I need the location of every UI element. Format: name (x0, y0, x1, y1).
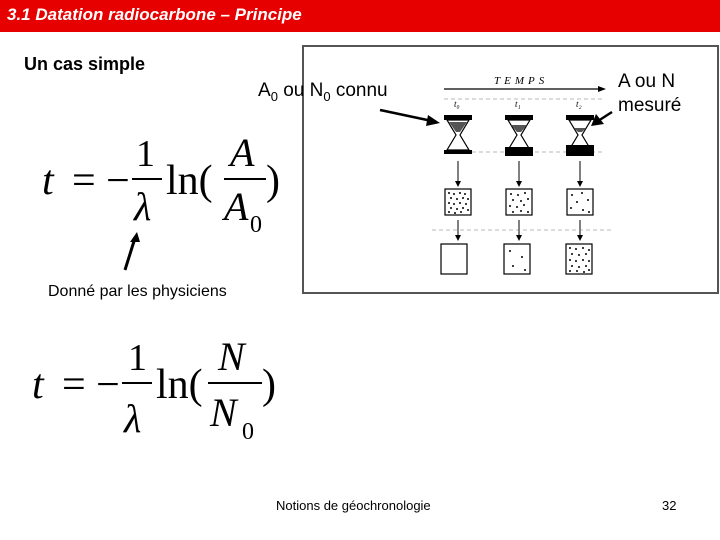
figure-header: TEMPS (494, 75, 548, 87)
title-bar: 3.1 Datation radiocarbone – Principe (0, 0, 720, 32)
formula-lambda: λ (133, 184, 151, 229)
formula-t: t (42, 158, 55, 204)
sample-box-t2 (566, 188, 594, 216)
arrow-known (379, 108, 433, 123)
time-label-t2: t₂ (576, 99, 582, 109)
label-measured-line2: mesuré (618, 95, 682, 116)
formula-one: 1 (128, 337, 147, 379)
formula-nuclei: t = − 1 λ ln( N N 0 ) (32, 336, 276, 445)
arrow-measured-head (591, 114, 604, 126)
arrow-known-head (426, 115, 440, 126)
time-label-t1: t₁ (515, 99, 521, 109)
formula-equals-minus: = − (62, 362, 120, 408)
figure-frame: TEMPS t₀ t₁ t₂ (302, 45, 719, 294)
formula-activity: t = − 1 λ ln( A A 0 ) (42, 130, 280, 238)
formula-equals-minus: = − (72, 158, 130, 204)
formula-ln: ln( (156, 362, 203, 408)
formula-ln: ln( (166, 158, 213, 204)
formula-denominator: N (209, 390, 239, 435)
label-measured-line1: A ou N (618, 71, 676, 92)
hourglass-t2 (566, 115, 594, 156)
time-axis-arrowhead (598, 86, 606, 92)
daughter-box-t1 (503, 243, 531, 275)
formula-denominator: A (221, 184, 249, 229)
slide-title: 3.1 Datation radiocarbone – Principe (7, 5, 302, 24)
formula-numerator: N (217, 336, 247, 379)
formula-lambda: λ (123, 396, 141, 441)
hourglass-diagram: TEMPS t₀ t₁ t₂ (432, 75, 614, 275)
subtitle: Un cas simple (24, 54, 146, 74)
formula-close: ) (262, 362, 276, 408)
daughter-box-t2 (565, 243, 593, 275)
formula-t: t (32, 362, 45, 408)
hourglass-t1 (505, 115, 533, 156)
formula-denominator-sub: 0 (242, 419, 254, 445)
formula-close: ) (266, 158, 280, 204)
sample-box-t1 (505, 188, 533, 216)
formula-one: 1 (136, 133, 155, 175)
caption-physicists: Donné par les physiciens (48, 283, 227, 300)
time-label-t0: t₀ (454, 99, 460, 109)
page-number: 32 (662, 498, 677, 513)
label-known: A0 ou N0 connu (258, 80, 388, 104)
daughter-box-t0 (440, 243, 468, 275)
lambda-pointer-arrow (123, 232, 140, 271)
label-measured: A ou N mesuré (618, 70, 681, 118)
footer-center: Notions de géochronologie (276, 498, 431, 513)
formula-denominator-sub: 0 (250, 212, 262, 238)
formula-numerator: A (227, 130, 255, 175)
hourglass-t0 (444, 115, 472, 154)
sample-box-t0 (444, 188, 472, 216)
